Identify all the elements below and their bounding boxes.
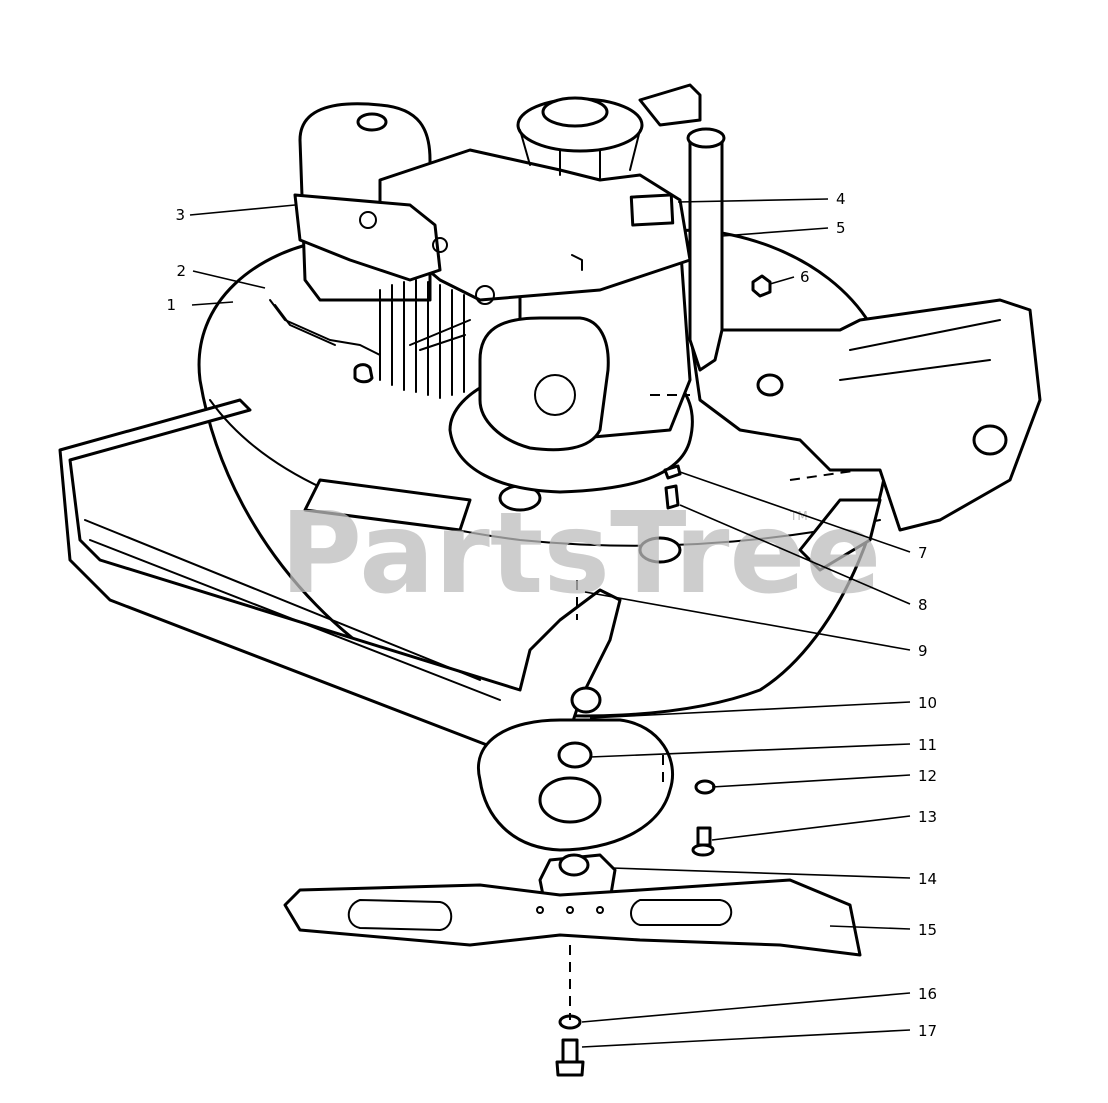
callout-5: 5: [836, 219, 846, 237]
callout-6: 6: [800, 268, 810, 286]
callout-10: 10: [918, 694, 937, 712]
leader-lines: [189, 198, 911, 1048]
assembly-axes: [569, 394, 861, 1020]
callout-2: 2: [176, 262, 186, 280]
callouts: 1 2 3 4 5 6 7 8 9 10 11 12 13 14 15 16 1…: [166, 190, 937, 1040]
engine: [269, 83, 726, 494]
callout-11: 11: [918, 736, 937, 754]
callout-1: 1: [166, 296, 176, 314]
callout-17: 17: [918, 1022, 937, 1040]
callout-4: 4: [836, 190, 846, 208]
watermark-trademark: TM: [789, 509, 808, 523]
callout-16: 16: [918, 985, 937, 1003]
callout-8: 8: [918, 596, 928, 614]
blade-assembly: [283, 853, 862, 957]
callout-9: 9: [918, 642, 928, 660]
engine-mount-hardware: [663, 274, 772, 510]
callout-3: 3: [175, 206, 185, 224]
callout-13: 13: [918, 808, 937, 826]
adapter-hardware: [691, 779, 716, 857]
callout-12: 12: [918, 767, 937, 785]
callout-15: 15: [918, 921, 937, 939]
callout-7: 7: [918, 544, 928, 562]
callout-14: 14: [918, 870, 937, 888]
blade-bolt-hardware: [555, 1014, 585, 1077]
watermark-text: PartsTree: [280, 489, 881, 619]
mower-deck: [58, 228, 1042, 852]
